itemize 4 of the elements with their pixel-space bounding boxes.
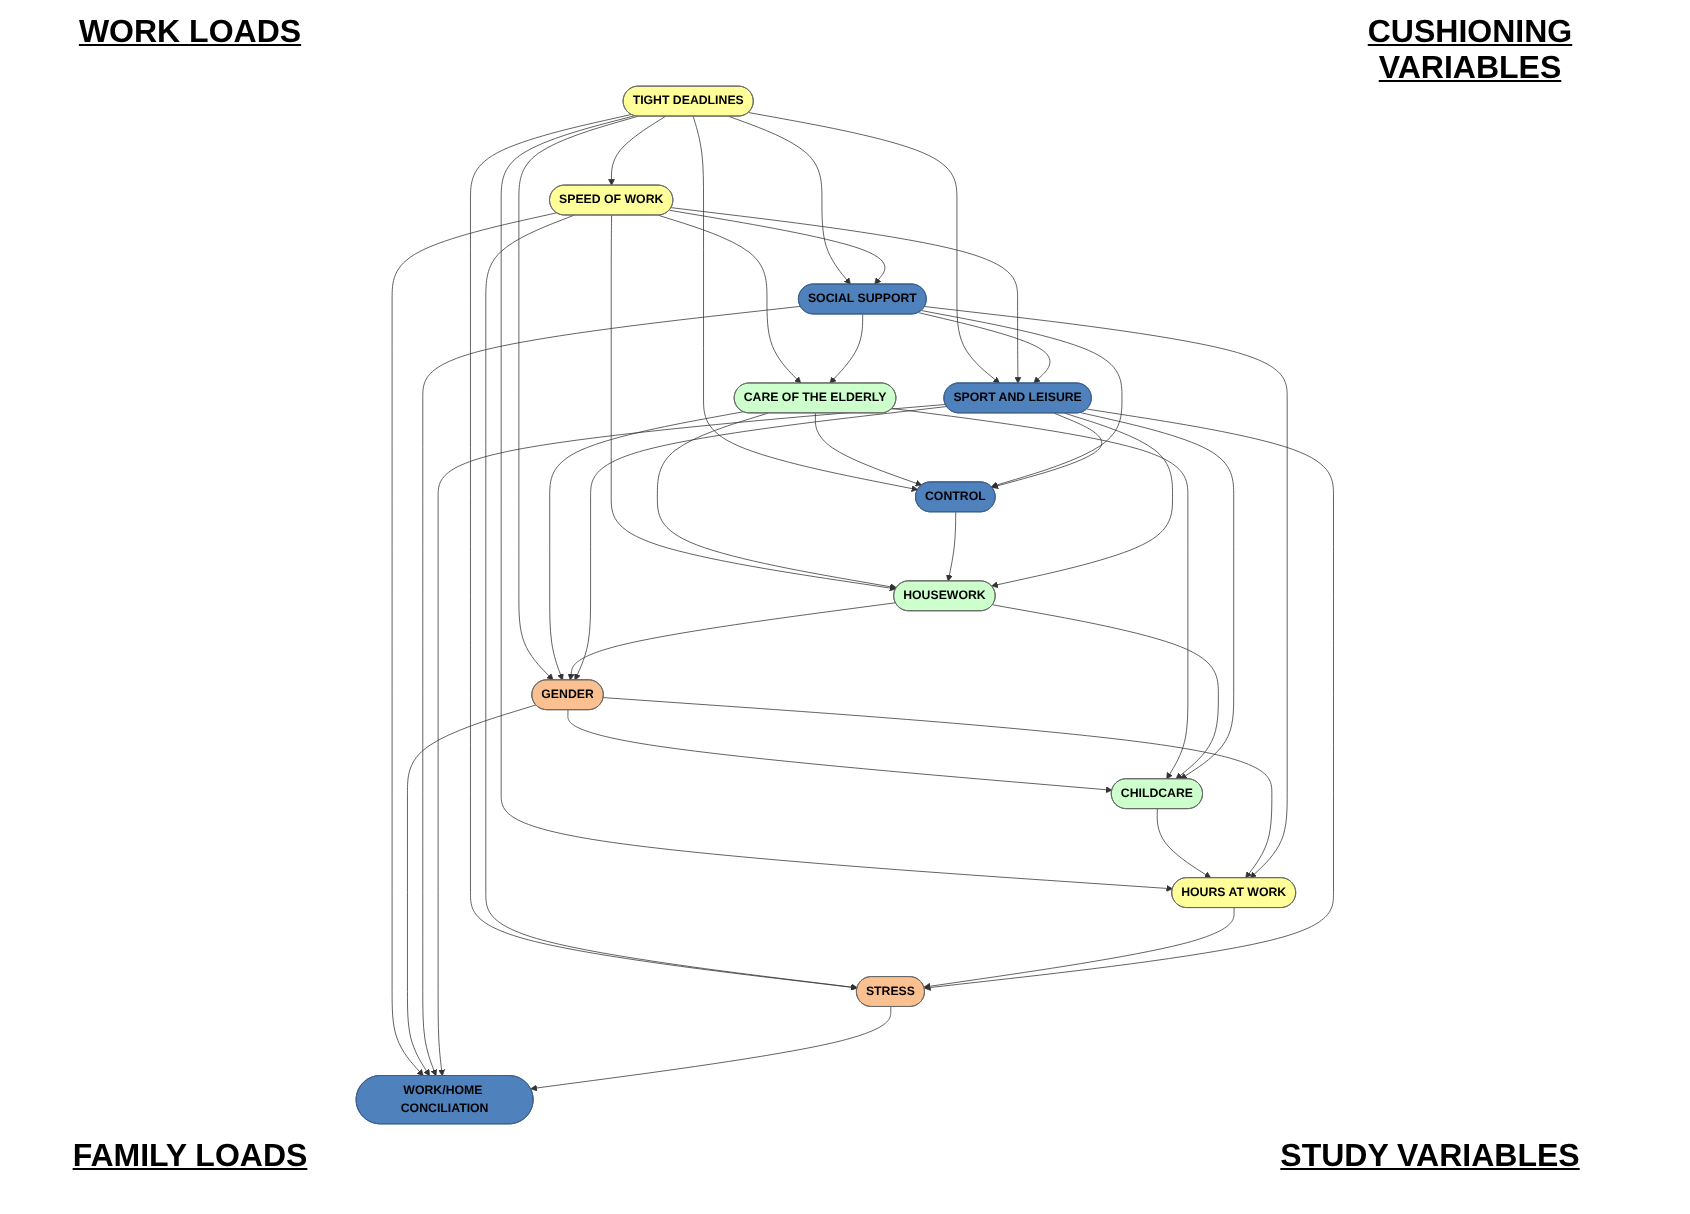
group-heading: CUSHIONING VARIABLES (1365, 16, 1575, 88)
group-heading: FAMILY LOADS (70, 1140, 310, 1176)
group-heading: WORK LOADS (76, 16, 304, 52)
group-heading: STUDY VARIABLES (1280, 1140, 1580, 1176)
